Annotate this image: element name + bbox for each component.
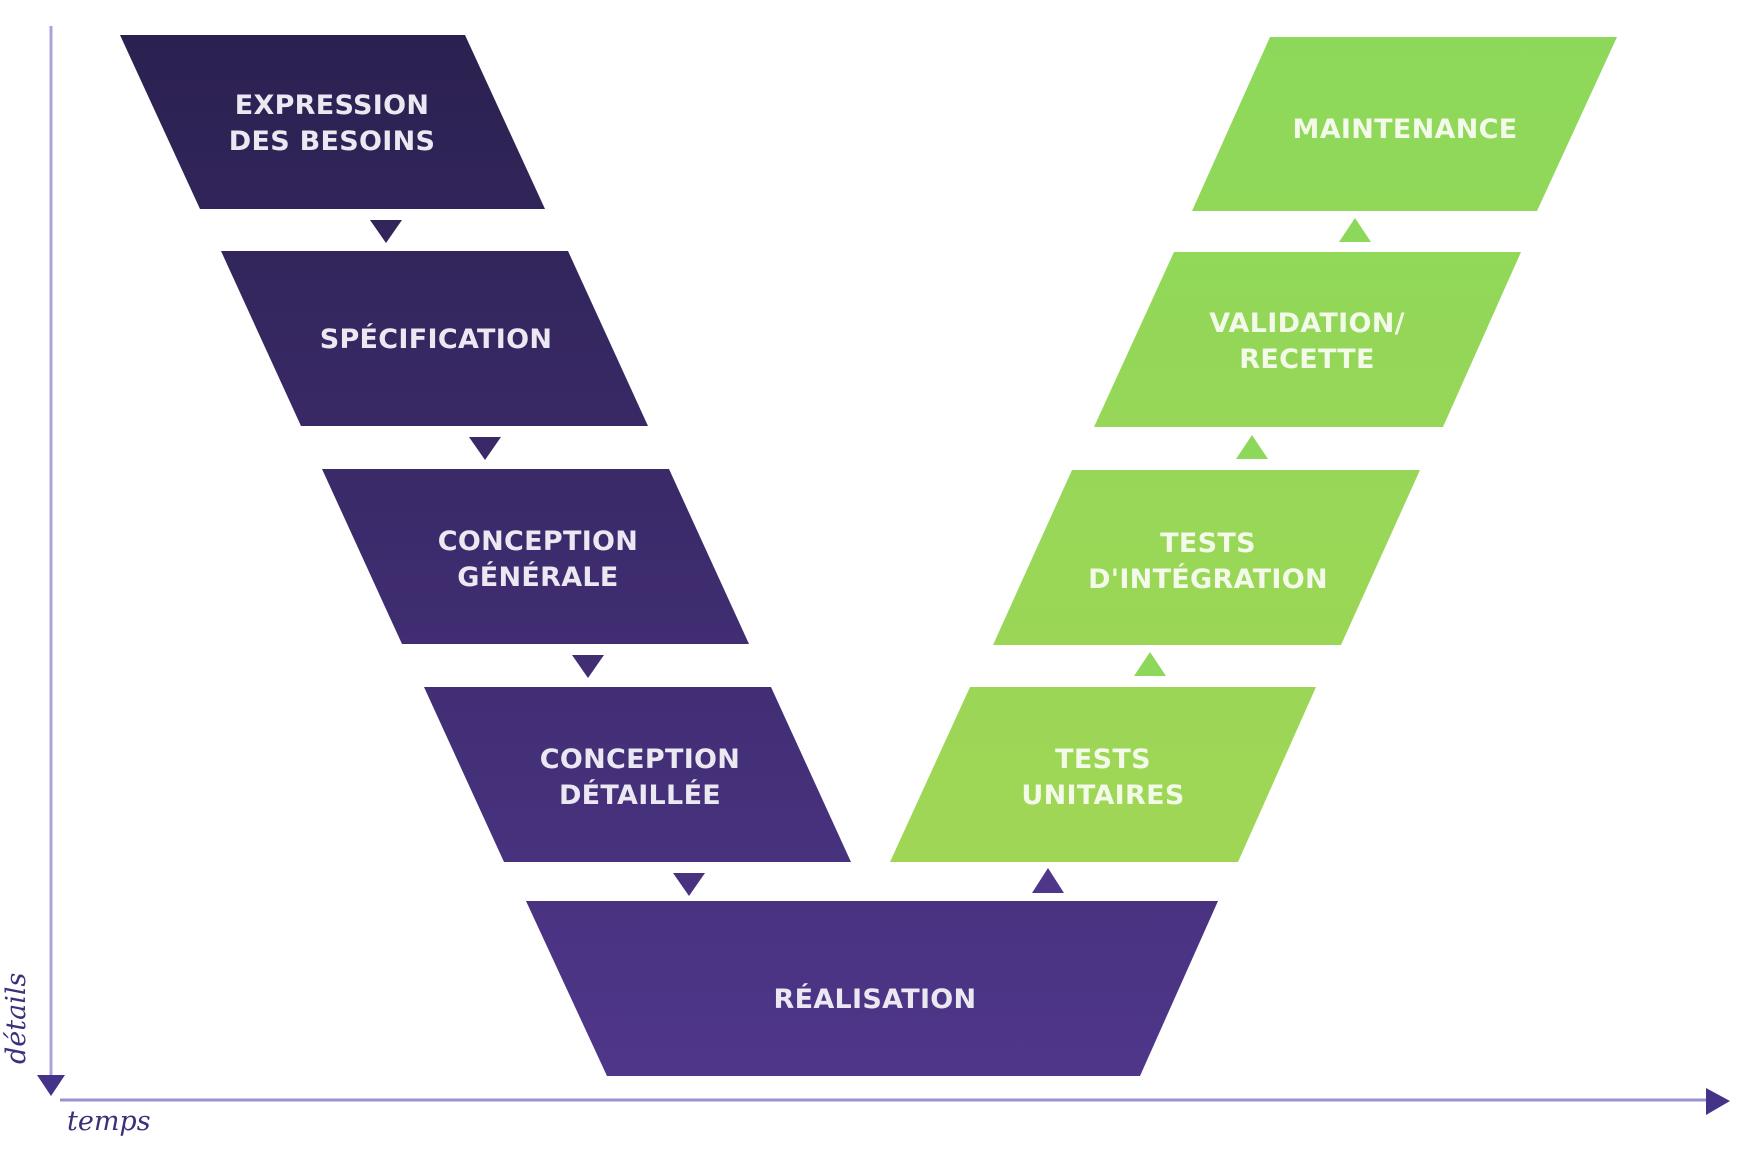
phase-label-tests-integration-line-2: D'INTÉGRATION	[1088, 563, 1328, 595]
phase-label-validation-recette-line-2: RECETTE	[1239, 344, 1375, 375]
phase-label-validation-recette-line-1: VALIDATION/	[1209, 308, 1405, 339]
phase-box-conception-generale	[322, 469, 749, 644]
phase-box-expression	[120, 35, 545, 209]
horizontal-axis-label: temps	[67, 1106, 151, 1137]
phase-box-conception-detaillee	[424, 687, 851, 862]
phase-label-specification-line-1: SPÉCIFICATION	[320, 323, 553, 355]
phase-box-tests-integration	[993, 470, 1420, 645]
phase-label-conception-detaillee-line-2: DÉTAILLÉE	[559, 779, 721, 811]
horizontal-axis-arrow-icon	[1706, 1088, 1730, 1115]
phase-label-tests-unitaires-line-2: UNITAIRES	[1021, 780, 1184, 811]
flow-arrow-down-icon	[370, 220, 402, 243]
flow-arrow-down-icon	[673, 873, 705, 896]
phase-labels: EXPRESSION DES BESOINS SPÉCIFICATION CONCEP…	[229, 90, 1518, 1015]
phase-label-conception-generale-line-1: CONCEPTION	[438, 526, 638, 557]
phase-label-tests-integration-line-1: TESTS	[1160, 528, 1256, 559]
phase-box-tests-unitaires	[890, 687, 1316, 862]
flow-arrow-down-icon	[572, 655, 604, 678]
phase-label-conception-detaillee-line-1: CONCEPTION	[540, 744, 740, 775]
phase-label-realisation-line-1: RÉALISATION	[774, 983, 977, 1015]
flow-arrow-up-icon	[1339, 218, 1371, 242]
phase-label-conception-generale-line-2: GÉNÉRALE	[457, 561, 618, 593]
phase-label-expression-line-2: DES BESOINS	[229, 126, 436, 157]
flow-arrow-up-icon	[1236, 435, 1268, 459]
phase-box-validation-recette	[1094, 252, 1521, 427]
flow-arrow-up-icon	[1032, 868, 1064, 893]
flow-arrow-down-icon	[469, 437, 501, 460]
vertical-axis-label: détails	[1, 973, 32, 1064]
flow-arrow-up-icon	[1134, 652, 1166, 676]
phase-boxes	[120, 35, 1617, 1076]
phase-label-expression-line-1: EXPRESSION	[235, 90, 430, 121]
flow-arrows	[370, 218, 1371, 896]
vertical-axis-arrow-icon	[37, 1075, 65, 1096]
phase-label-tests-unitaires-line-1: TESTS	[1055, 744, 1151, 775]
phase-box-realisation	[526, 901, 1218, 1076]
phase-box-specification	[221, 251, 648, 426]
phase-box-maintenance	[1192, 37, 1617, 211]
phase-label-maintenance-line-1: MAINTENANCE	[1293, 114, 1518, 145]
axes: détails temps	[1, 26, 1730, 1137]
